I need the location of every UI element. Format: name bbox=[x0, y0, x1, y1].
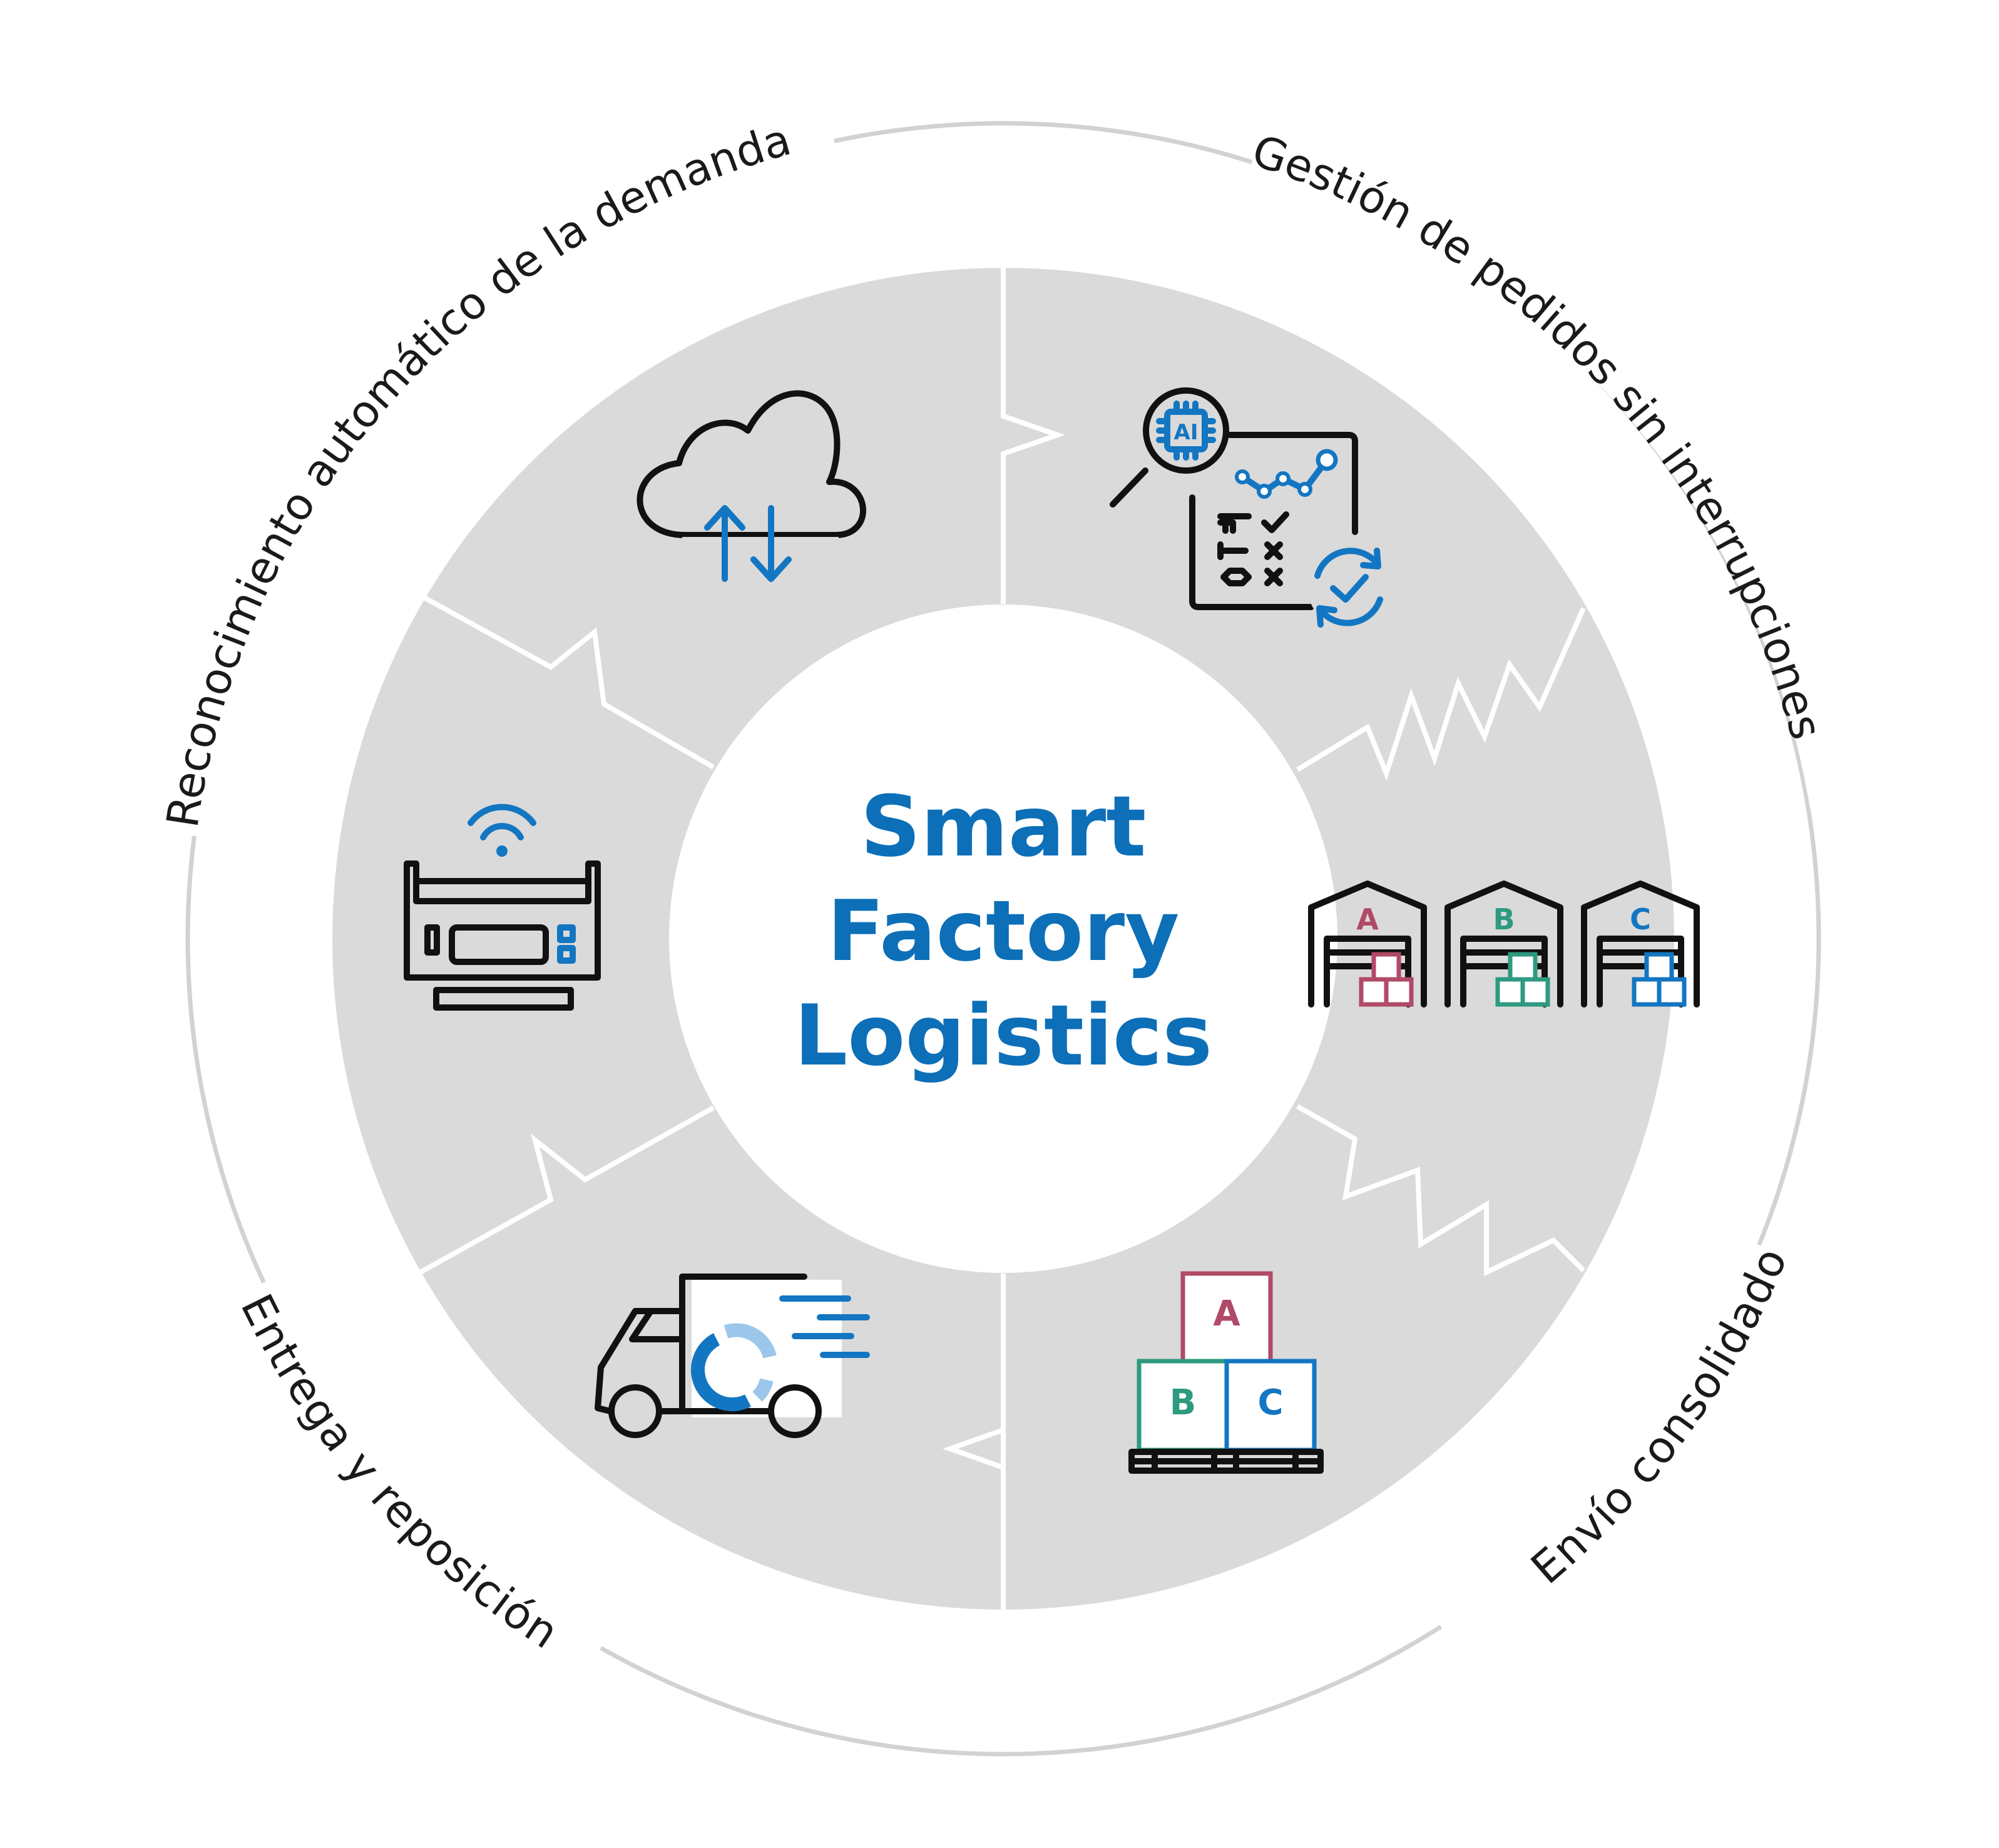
separator-bottom bbox=[942, 1274, 1006, 1611]
warehouses-icon: A B C bbox=[1308, 881, 1700, 1008]
separator-lower-right bbox=[1296, 1104, 1585, 1277]
bolt-icon bbox=[1217, 513, 1252, 534]
cross-mark-1-icon bbox=[1264, 541, 1283, 560]
center-title-line-2: Factory bbox=[827, 882, 1179, 980]
separator-lower-left bbox=[417, 1105, 715, 1276]
ai-chip-label: AI bbox=[1174, 420, 1199, 445]
wireless-machine-icon bbox=[404, 804, 601, 1011]
machine-button-2-icon bbox=[557, 945, 576, 964]
cloud-sync-icon bbox=[637, 390, 867, 582]
ai-chip-pins-icon bbox=[1156, 401, 1216, 461]
center-title-line-3: Logistics bbox=[794, 987, 1212, 1085]
warehouse-b-label: B bbox=[1493, 902, 1515, 936]
delivery-truck-icon bbox=[595, 1274, 870, 1438]
speed-lines-icon bbox=[779, 1295, 870, 1358]
consolidated-pallet-icon: A B C bbox=[1128, 1271, 1324, 1474]
gap-delivery bbox=[257, 1280, 604, 1653]
box-a-label: A bbox=[1213, 1294, 1240, 1334]
box-c-icon bbox=[1224, 1359, 1317, 1452]
warehouse-b-icon: B bbox=[1444, 881, 1563, 1008]
machine-display-icon bbox=[449, 924, 549, 965]
warehouse-c-label: C bbox=[1630, 902, 1651, 936]
machine-slot-icon bbox=[424, 924, 440, 956]
refresh-check-icon bbox=[1307, 546, 1390, 628]
ai-analysis-icon: AI bbox=[1110, 387, 1390, 628]
cross-mark-2-icon bbox=[1264, 568, 1283, 586]
parts-checklist-icon bbox=[1217, 511, 1289, 586]
warehouse-a-icon: A bbox=[1308, 881, 1427, 1008]
warehouse-c-icon: C bbox=[1581, 881, 1700, 1008]
separator-upper-left bbox=[423, 595, 715, 770]
refresh-arrows-icon bbox=[1314, 548, 1383, 628]
nut-icon bbox=[1220, 568, 1252, 586]
gap-shipping bbox=[1438, 1243, 1766, 1633]
clipboard-outline-icon bbox=[1189, 432, 1358, 610]
machine-frame-icon bbox=[404, 860, 601, 981]
truck-logo-icon bbox=[691, 1333, 751, 1411]
gap-orders bbox=[1250, 156, 1823, 809]
machine-tray-icon bbox=[433, 987, 574, 1011]
wifi-signal-icon bbox=[468, 804, 536, 840]
trend-point-2 bbox=[1257, 484, 1272, 499]
trend-point-1 bbox=[1235, 469, 1250, 484]
refresh-check-mark-icon bbox=[1330, 574, 1369, 603]
box-c-label: C bbox=[1257, 1382, 1283, 1423]
truck-front-wheel-icon bbox=[608, 1384, 662, 1438]
truck-body-icon bbox=[595, 1274, 807, 1414]
box-b-label: B bbox=[1170, 1382, 1197, 1423]
truck-rear-wheel-icon bbox=[768, 1384, 822, 1438]
center-title-line-1: Smart bbox=[861, 778, 1147, 876]
outer-ring bbox=[185, 121, 1821, 1757]
truck-logo-light-icon bbox=[723, 1323, 777, 1402]
gap-demand bbox=[184, 135, 836, 837]
warehouse-a-label: A bbox=[1356, 902, 1379, 936]
separator-upper-right bbox=[1296, 607, 1586, 781]
cloud-outline-icon bbox=[637, 390, 867, 538]
arrow-up-icon bbox=[704, 505, 745, 582]
check-mark-icon bbox=[1261, 511, 1289, 533]
cloud-base-gap bbox=[682, 537, 839, 549]
magnifier-handle-icon bbox=[1110, 467, 1148, 508]
separator-top bbox=[1001, 266, 1066, 604]
center-hub bbox=[669, 605, 1337, 1273]
magnifier-lens-icon bbox=[1143, 387, 1229, 474]
segment-separators bbox=[417, 266, 1586, 1611]
trend-point-4 bbox=[1297, 482, 1312, 497]
wifi-dot-icon bbox=[496, 845, 508, 857]
machine-button-1-icon bbox=[557, 924, 576, 943]
trend-point-3 bbox=[1276, 471, 1291, 486]
pallet-icon bbox=[1128, 1449, 1324, 1474]
label-gaps bbox=[184, 135, 1823, 1653]
screw-icon bbox=[1217, 541, 1249, 560]
trend-point-5 bbox=[1316, 449, 1338, 471]
arrow-down-icon bbox=[750, 505, 792, 582]
